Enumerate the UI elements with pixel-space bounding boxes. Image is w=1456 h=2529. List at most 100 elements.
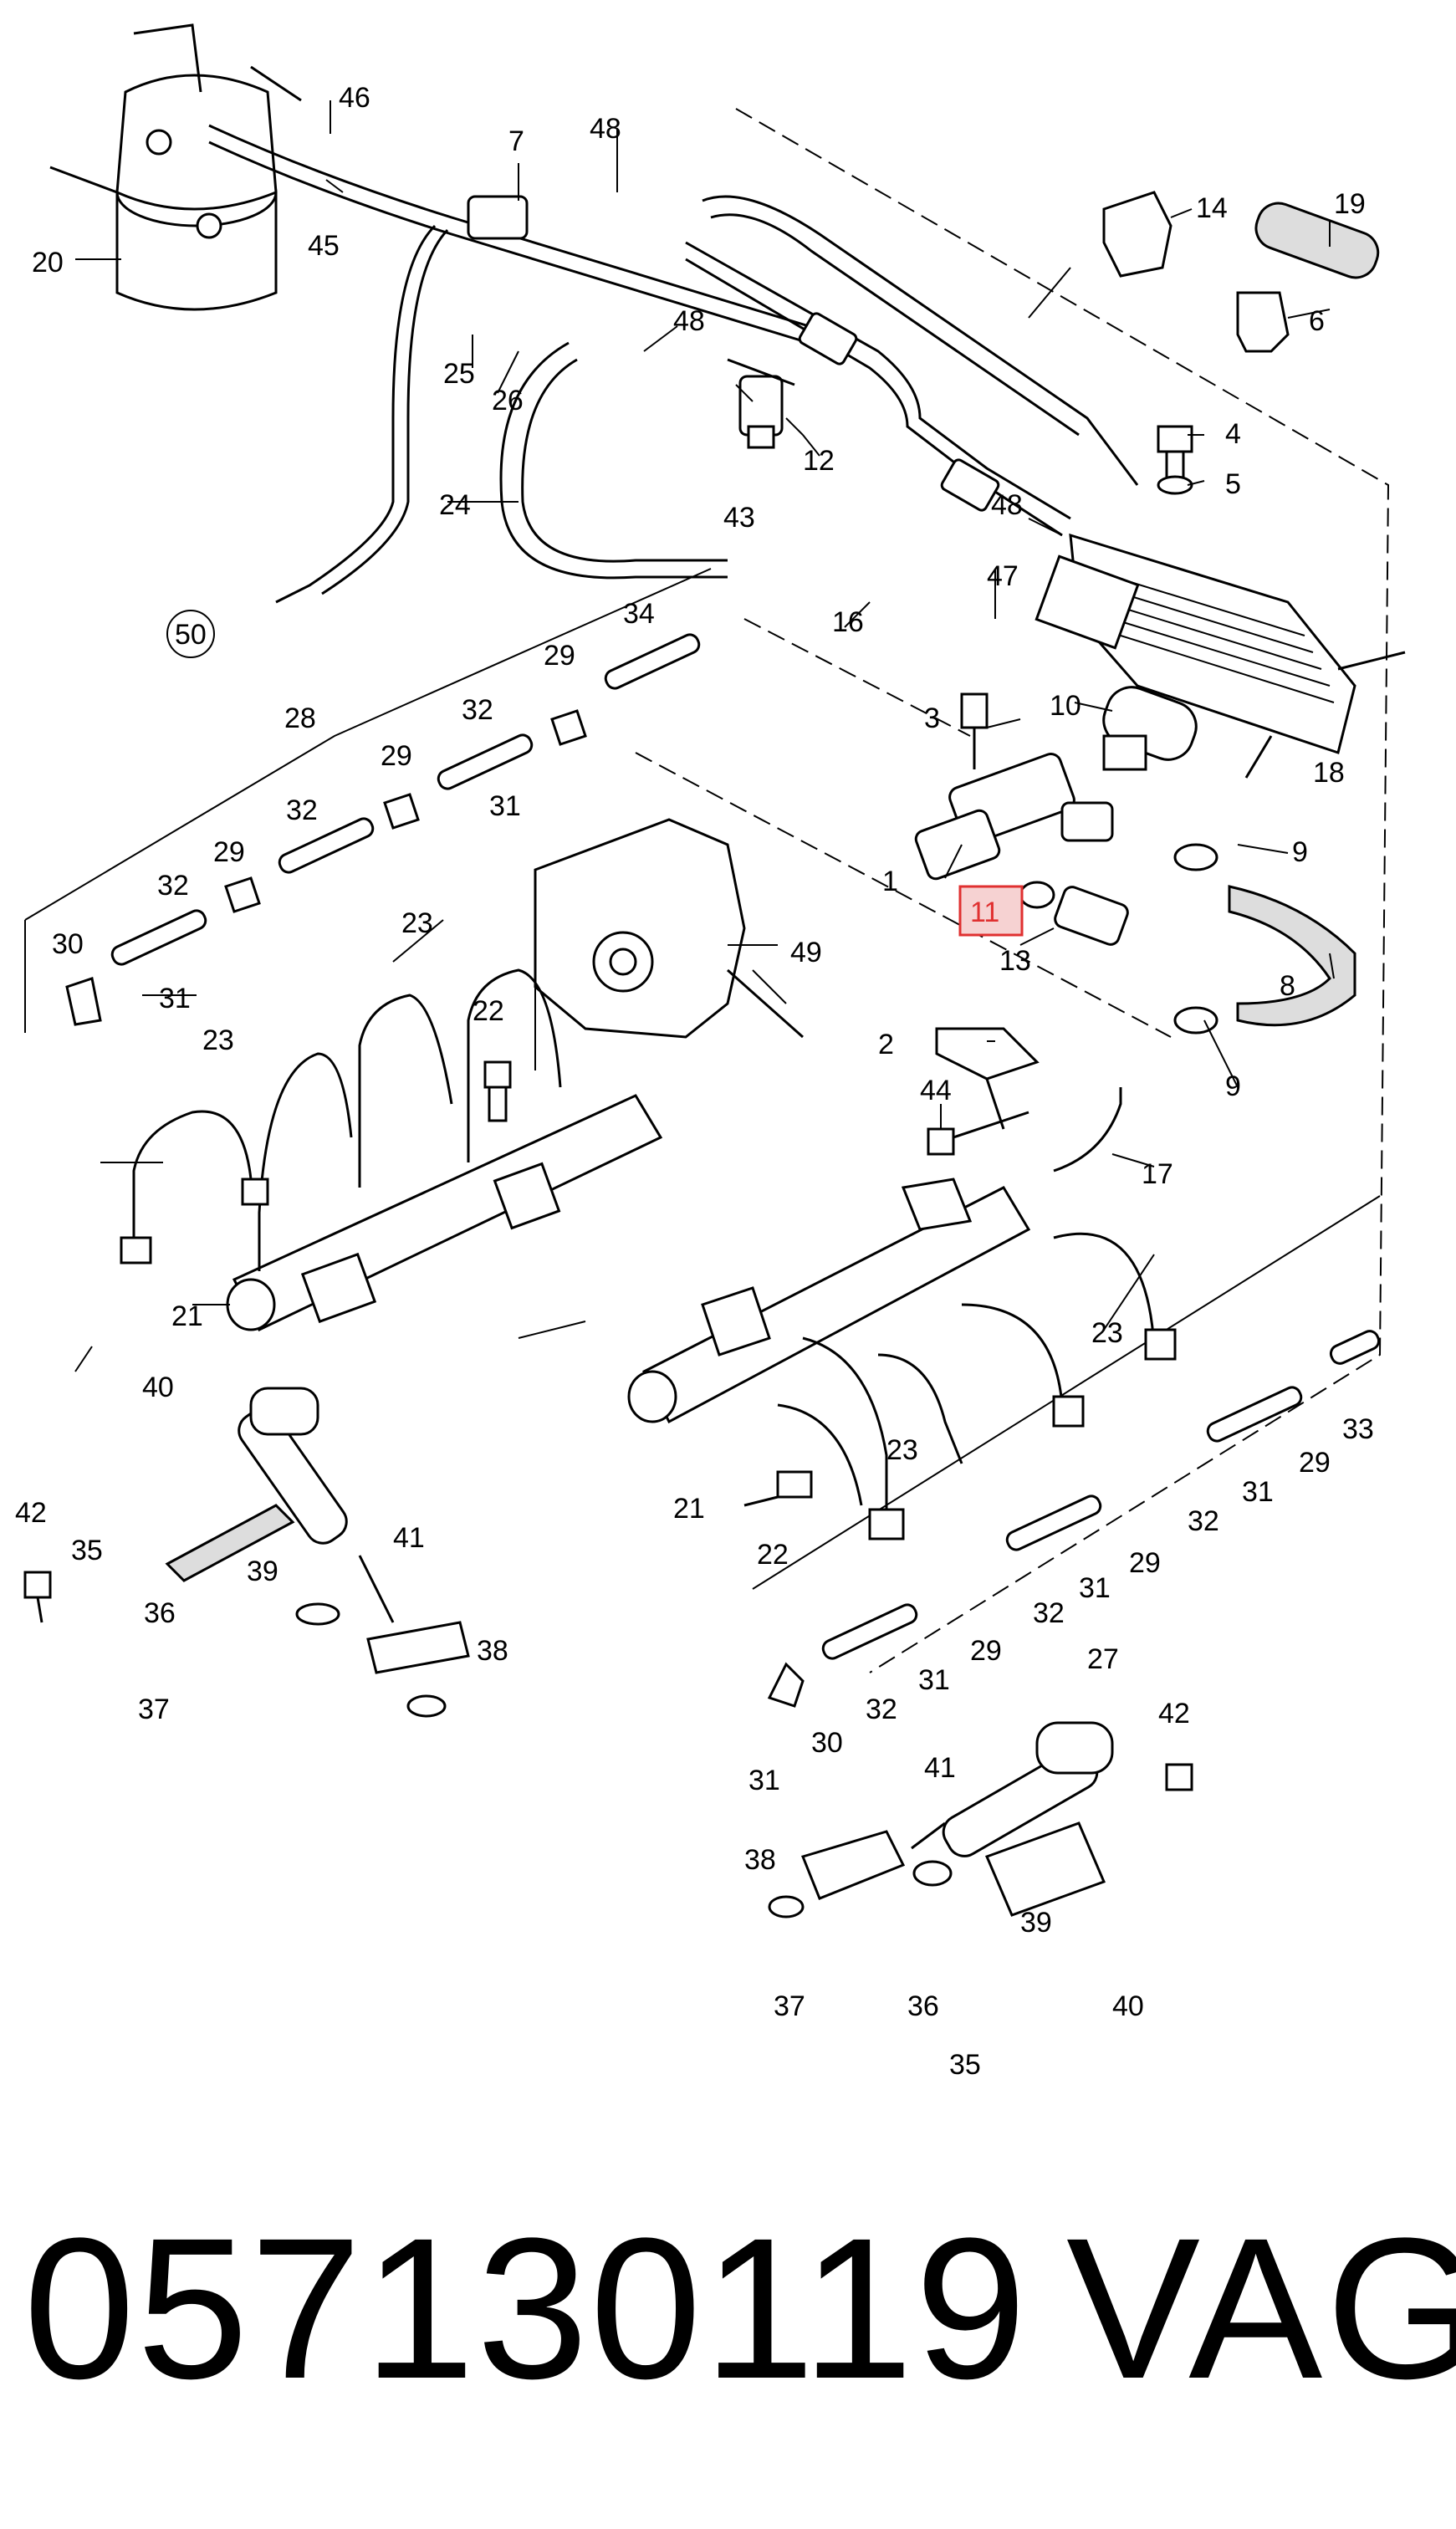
rail-group-bracket-left [24,568,712,1033]
callout-3: 3 [924,702,940,734]
callout-35a: 35 [71,1535,103,1566]
callout-29f: 29 [970,1635,1002,1667]
callout-42a: 42 [15,1497,47,1529]
bolt-22-right [743,1470,813,1507]
bolt-22-left [483,1060,512,1122]
callout-30a: 30 [52,928,84,960]
leak-off-line-kit-right [767,1330,1381,1708]
callout-29c: 29 [213,836,245,868]
injector-right [768,1721,1193,1918]
callout-41b: 41 [924,1752,956,1784]
bolt-4 [1157,425,1193,495]
callout-32e: 32 [1033,1597,1065,1629]
temperature-sender-13 [1019,881,1129,946]
callout-labels: 46 45 20 7 48 48 25 26 12 14 19 6 4 5 24… [15,82,1374,2081]
callout-9b: 9 [1225,1070,1241,1102]
callout-21b: 21 [673,1493,705,1525]
pressure-sensor-10 [1102,686,1198,771]
callout-40b: 40 [1112,1990,1144,2022]
callout-48-right: 48 [991,489,1023,521]
callout-labels-extra: 48 48 48 13 [590,113,1031,977]
callout-48-mid: 48 [673,305,705,337]
fuel-filter [49,23,302,311]
hose-19 [1254,202,1380,279]
callout-47: 47 [987,560,1019,592]
return-line [275,224,437,604]
callout-6: 6 [1309,305,1325,337]
fuel-line-7 [208,124,837,353]
callout-14: 14 [1196,192,1228,224]
callout-20: 20 [32,247,64,278]
callout-31d: 31 [1079,1572,1111,1604]
callout-29a: 29 [544,640,575,672]
callout-5: 5 [1225,468,1241,500]
leader-lines [74,100,1335,1372]
fuel-rail-right [627,1178,1031,1424]
callout-10: 10 [1050,690,1081,722]
callout-48-topright: 48 [590,113,621,145]
callout-22b: 22 [757,1539,789,1571]
callout-31f: 31 [748,1765,780,1796]
callout-34: 34 [623,598,655,630]
callout-33: 33 [1342,1413,1374,1445]
callout-23a: 23 [401,907,433,939]
upper-assembly-frame [735,108,1390,1673]
brand-label: VAG [1066,2196,1456,2420]
injector-pipes-left [120,968,562,1271]
callout-25: 25 [443,358,475,390]
hose-24 [499,341,728,580]
fuel-rail-left [226,1094,663,1331]
exploded-parts-diagram: 46 45 20 7 48 48 25 26 12 14 19 6 4 5 24… [15,23,1406,2081]
callout-28: 28 [284,702,316,734]
hose-8 [1173,843,1356,1035]
callout-32a: 32 [462,694,493,726]
callout-43: 43 [723,502,755,534]
callout-29e: 29 [1129,1547,1161,1579]
fuel-cooler-18 [1035,533,1406,779]
callout-31e: 31 [918,1664,950,1696]
callout-50: 50 [175,619,207,651]
callout-40a: 40 [142,1372,174,1403]
highlighted-callout[interactable]: 11 [958,885,1024,937]
callout-4: 4 [1225,418,1241,450]
callout-49: 49 [790,937,822,968]
callout-36a: 36 [144,1597,176,1629]
callout-50-ring [166,610,215,658]
footer: 057130119 VAG [0,2183,1456,2434]
valve-12 [727,358,795,449]
callout-21a: 21 [171,1300,203,1332]
callout-36b: 36 [907,1990,939,2022]
callout-35b: 35 [949,2049,981,2081]
callout-23c: 23 [1091,1317,1123,1349]
callout-32c: 32 [157,870,189,902]
callout-29d: 29 [1299,1447,1331,1479]
upper-pipe-bundle [685,195,1139,537]
callout-23d: 23 [886,1434,918,1466]
fuel-distributor [914,692,1114,881]
callout-31b: 31 [159,983,191,1014]
callout-13-text: 13 [999,945,1031,977]
rail-group-bracket-right [752,1195,1381,1590]
leak-off-line-kit-left [65,633,701,1026]
callout-38a: 38 [477,1635,508,1667]
callout-26: 26 [492,385,524,416]
callout-12: 12 [803,445,835,477]
callout-32f: 32 [866,1694,897,1725]
clip-6 [1236,291,1290,353]
callout-32b: 32 [286,794,318,826]
callout-30b: 30 [811,1727,843,1759]
callout-9a: 9 [1292,836,1308,868]
callout-8: 8 [1280,970,1295,1002]
center-assembly-frame [635,618,1172,1038]
callout-46: 46 [339,82,370,114]
callout-31a: 31 [489,790,521,822]
callout-39a: 39 [247,1556,278,1587]
callout-17: 17 [1142,1158,1173,1190]
callout-38b: 38 [744,1844,776,1876]
callout-32d: 32 [1188,1505,1219,1537]
callout-45: 45 [308,230,340,262]
callout-11: 11 [970,897,999,928]
callout-1: 1 [882,866,898,897]
part-number: 057130119 [23,2196,1029,2420]
pipe-17 [1053,1087,1122,1173]
